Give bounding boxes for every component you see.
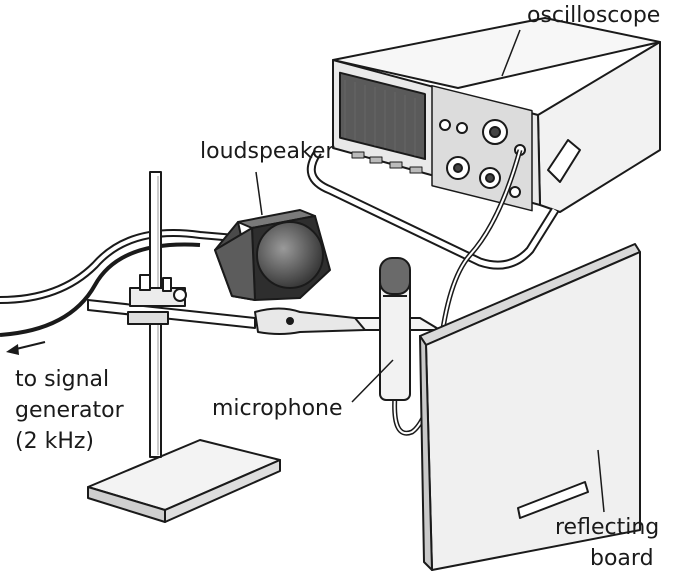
clamp-block <box>127 311 169 325</box>
mic-clamp <box>254 307 366 335</box>
oscilloscope-screen <box>339 71 426 160</box>
reflecting-leader <box>597 449 605 513</box>
oscilloscope-side <box>537 41 661 213</box>
oscilloscope-knob <box>453 163 463 173</box>
microphone <box>379 149 523 436</box>
microphone-leader <box>351 359 394 403</box>
oscilloscope-label: oscilloscope <box>527 3 661 28</box>
clamp-arm <box>87 274 441 335</box>
loudspeaker <box>214 209 331 301</box>
oscilloscope <box>306 17 661 270</box>
oscilloscope-knob <box>509 186 521 198</box>
microphone-label: microphone <box>212 396 343 421</box>
oscilloscope-leader <box>501 29 521 77</box>
board-foot <box>517 481 589 519</box>
signal-generator-label-line1: to signal <box>15 367 110 392</box>
board-side <box>419 335 433 571</box>
reflecting-board-label-line2: board <box>590 546 654 571</box>
loudspeaker-label: loudspeaker <box>200 139 335 164</box>
signal-generator-label-line2: generator <box>15 398 124 423</box>
loudspeaker-leader <box>255 171 263 216</box>
oscilloscope-button <box>351 151 365 159</box>
oscilloscope-knob <box>456 122 468 134</box>
speaker-cone <box>256 221 324 289</box>
signal-generator-label-line3: (2 kHz) <box>15 429 94 454</box>
reflecting-board <box>419 243 641 571</box>
probe-connector <box>547 139 581 183</box>
microphone-head <box>379 257 411 295</box>
oscilloscope-button <box>409 166 423 174</box>
oscilloscope-knob <box>485 173 495 183</box>
oscilloscope-button <box>369 156 383 164</box>
reflecting-board-label-line1: reflecting <box>555 515 660 540</box>
oscilloscope-knob <box>489 126 501 138</box>
oscilloscope-knob <box>439 119 451 131</box>
oscilloscope-button <box>389 161 403 169</box>
signal-arrow-head <box>6 344 19 355</box>
